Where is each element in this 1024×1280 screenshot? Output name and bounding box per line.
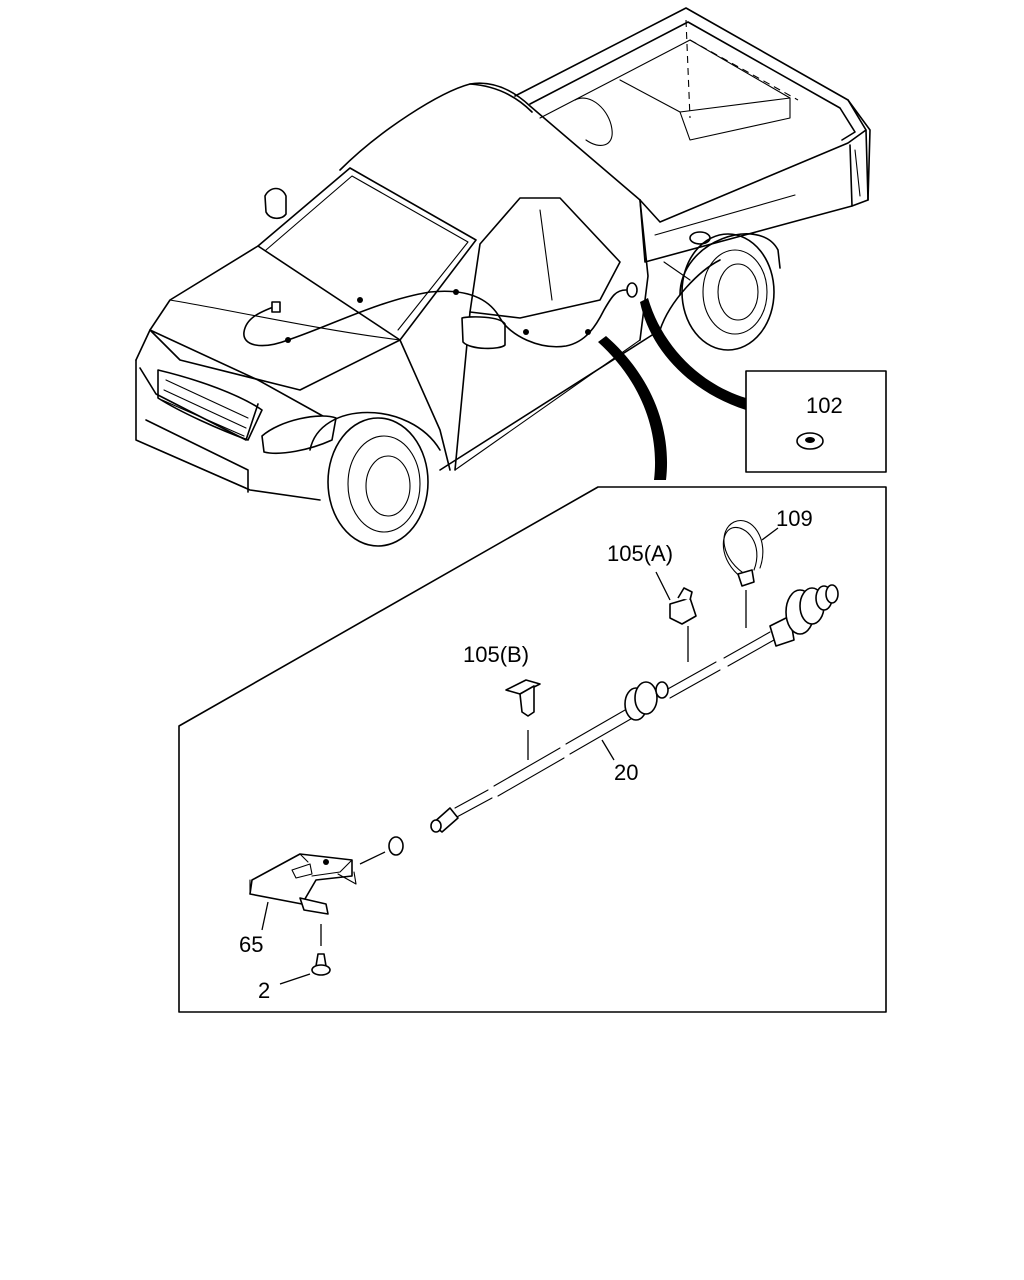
leader-lines xyxy=(601,739,615,761)
clamp-band-109 xyxy=(722,520,779,628)
callout-102: 102 xyxy=(806,393,843,418)
screw-2 xyxy=(279,924,331,985)
inset-box-102: 102 xyxy=(745,370,887,473)
clip-105b xyxy=(505,679,541,760)
cable-assembly-20 xyxy=(359,584,839,865)
pickup-truck-illustration xyxy=(135,7,871,547)
callout-105a: 105(A) xyxy=(607,541,673,566)
callout-20: 20 xyxy=(614,760,638,785)
callout-pointer-arrows xyxy=(598,298,746,480)
callout-109: 109 xyxy=(776,506,813,531)
callout-2: 2 xyxy=(258,978,270,1003)
hood-release-handle-65 xyxy=(249,853,357,931)
callout-105b: 105(B) xyxy=(463,642,529,667)
grommet-102 xyxy=(796,432,824,450)
detail-panel xyxy=(178,486,887,1013)
callout-65: 65 xyxy=(239,932,263,957)
clip-105a xyxy=(655,571,697,662)
callout-labels: 109 105(A) 105(B) 20 65 2 xyxy=(239,506,813,1003)
